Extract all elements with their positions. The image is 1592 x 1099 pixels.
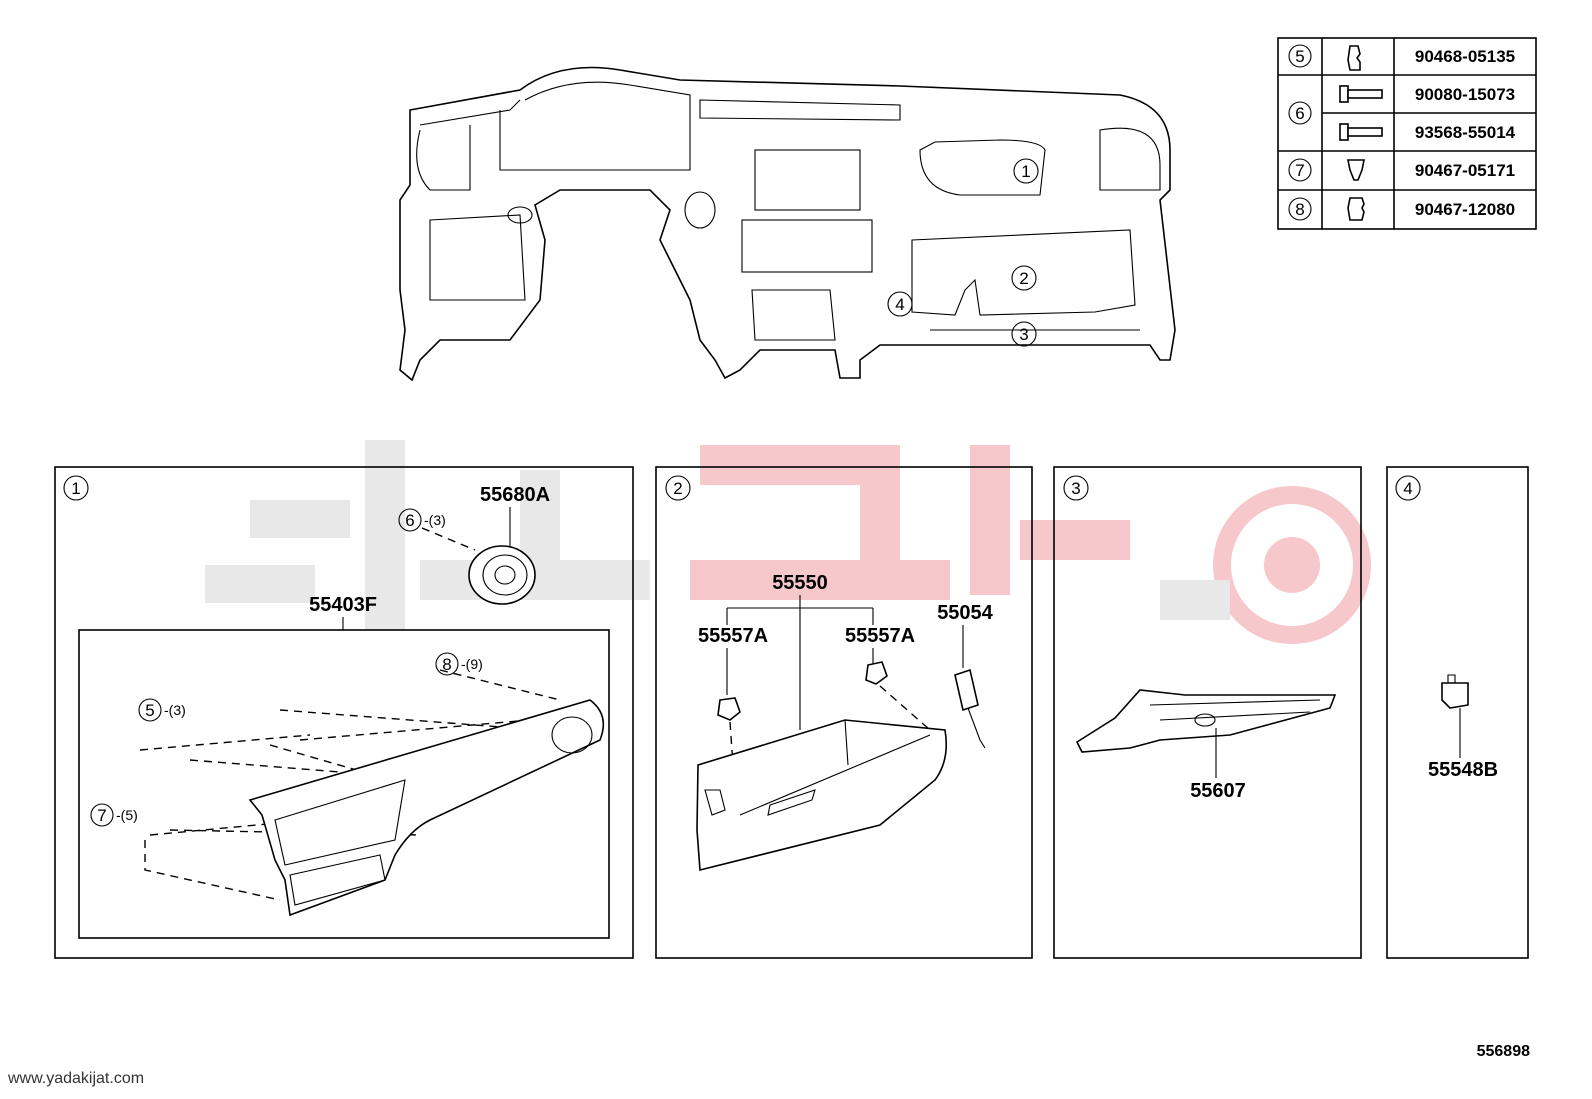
bolt-icon: [1339, 123, 1383, 141]
glove-box-frame-part: [139, 669, 605, 917]
overview-callout-3: 3: [1011, 321, 1037, 347]
diagram-id: 556898: [1477, 1043, 1530, 1060]
lower-panel-part: [1075, 689, 1337, 753]
watermark-logo: [205, 440, 1371, 644]
clip-icon: [1347, 159, 1365, 181]
svg-text:8: 8: [442, 655, 451, 674]
callout-number: 8: [1295, 200, 1304, 219]
watermark-url: www.yadakijat.com: [7, 1070, 144, 1087]
overview-callout-4: 4: [887, 291, 913, 317]
damper-part: [954, 668, 986, 749]
clip-icon: [1347, 197, 1365, 221]
part-label-55680A: 55680A: [480, 484, 550, 506]
callout-number: 5: [1295, 47, 1304, 66]
callout-number: 7: [1295, 161, 1304, 180]
instrument-panel-overview: [399, 66, 1176, 382]
svg-text:-(3): -(3): [164, 702, 186, 718]
glove-box-door-part: [696, 719, 948, 872]
clip-icon: [1347, 45, 1361, 71]
svg-text:7: 7: [97, 806, 106, 825]
svg-text:6: 6: [405, 511, 414, 530]
overview-callout-1: 1: [1013, 158, 1039, 184]
svg-text:-(5): -(5): [116, 807, 138, 823]
part-number: 93568-55014: [1415, 123, 1516, 142]
part-number: 90468-05135: [1415, 47, 1515, 66]
bolt-icon: [1339, 85, 1383, 103]
callout-5: 5 -(3): [138, 698, 186, 722]
panel-number: 1: [71, 479, 80, 498]
svg-text:3: 3: [1019, 325, 1028, 344]
part-label-55403F: 55403F: [309, 594, 377, 616]
part-number: 90080-15073: [1415, 85, 1515, 104]
svg-text:-(3): -(3): [424, 512, 446, 528]
part-label-55557A: 55557A: [698, 625, 768, 647]
part-label-55557A: 55557A: [845, 625, 915, 647]
stopper-part: [717, 661, 888, 721]
callout-number: 6: [1295, 104, 1304, 123]
panel-number: 2: [673, 479, 682, 498]
subassembly-box: [78, 629, 610, 939]
part-label-55550: 55550: [772, 572, 828, 594]
table-row-5: 5 90468-05135: [1288, 44, 1515, 71]
svg-text:-(9): -(9): [461, 656, 483, 672]
table-row-8: 8 90467-12080: [1288, 197, 1515, 221]
part-label-55607: 55607: [1190, 780, 1246, 802]
svg-text:4: 4: [895, 295, 904, 314]
table-row-7: 7 90467-05171: [1288, 158, 1515, 182]
fastener-table: 5 90468-05135 6 90080-15073 93568-55014 …: [1277, 37, 1537, 230]
callout-8: 8 -(9): [435, 652, 483, 676]
svg-text:2: 2: [1019, 269, 1028, 288]
part-label-55054: 55054: [937, 602, 993, 624]
panel-1: 1 55680A 6 -(3) 55403F 8 -(9) 5 -(3): [54, 466, 634, 959]
panel-3: 3 55607: [1053, 466, 1362, 959]
panel-number: 3: [1071, 479, 1080, 498]
part-number: 90467-12080: [1415, 200, 1515, 219]
panel-number: 4: [1403, 479, 1412, 498]
bracket-part: [1441, 674, 1469, 709]
part-number: 90467-05171: [1415, 161, 1515, 180]
part-label-55548B: 55548B: [1428, 759, 1498, 781]
callout-6: 6 -(3): [398, 508, 446, 532]
speaker-part: [468, 545, 536, 605]
table-row-6: 6 90080-15073 93568-55014: [1288, 85, 1516, 142]
overview-callout-2: 2: [1011, 265, 1037, 291]
svg-text:5: 5: [145, 701, 154, 720]
callout-7: 7 -(5): [90, 803, 138, 827]
panel-2: 2 55550 55557A 55557A 55054: [655, 466, 1033, 959]
svg-text:1: 1: [1021, 162, 1030, 181]
panel-4: 4 55548B: [1386, 466, 1529, 959]
